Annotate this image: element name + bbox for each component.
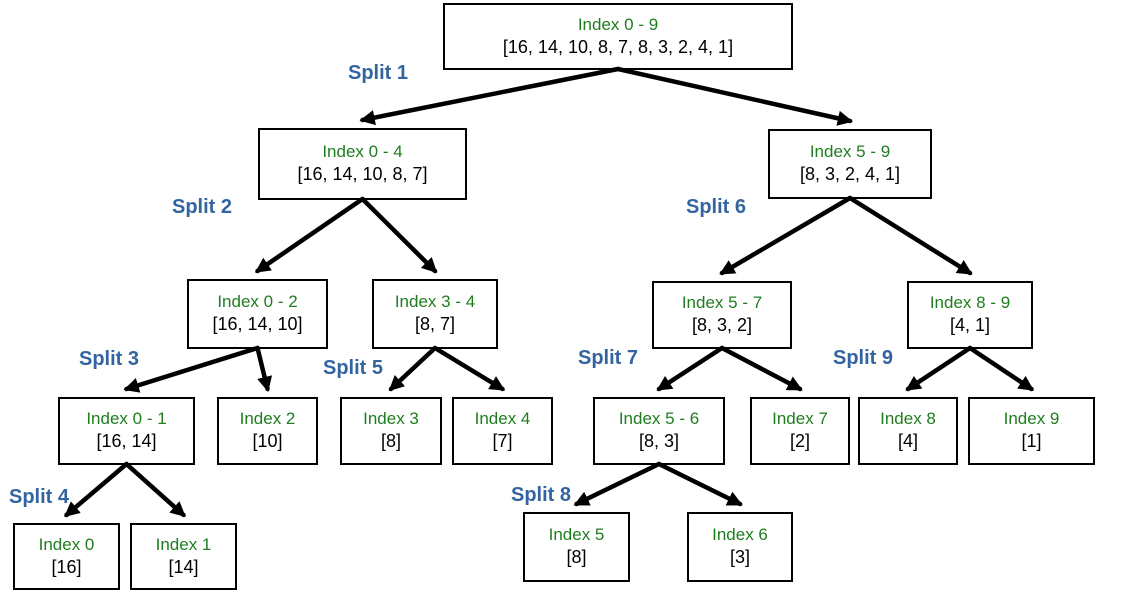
split-label-s3: Split 3 — [79, 348, 140, 370]
tree-edge-n5_7-n7 — [719, 345, 803, 392]
node-array-label: [8, 3, 2, 4, 1] — [799, 164, 901, 185]
tree-edge-n0_1-n1 — [124, 461, 186, 518]
tree-node-n0_2: Index 0 - 2[16, 14, 10] — [187, 279, 328, 349]
tree-node-n5_6: Index 5 - 6[8, 3] — [593, 397, 725, 465]
node-range-label: Index 3 - 4 — [394, 292, 476, 312]
node-array-label: [16] — [51, 556, 82, 577]
node-array-label: [16, 14, 10, 8, 7] — [297, 164, 428, 185]
tree-node-n0: Index 0[16] — [13, 523, 120, 590]
node-array-label: [8, 3] — [638, 431, 680, 452]
tree-node-n9: Index 9[1] — [968, 397, 1095, 465]
tree-edge-n0_4-n3_4 — [360, 196, 438, 274]
node-array-label: [1] — [1021, 431, 1042, 452]
tree-edge-n5_9-n8_9 — [847, 195, 973, 276]
node-array-label: [7] — [492, 431, 513, 452]
node-range-label: Index 2 — [239, 409, 296, 429]
split-label-s8: Split 8 — [511, 484, 572, 506]
node-range-label: Index 4 — [474, 409, 531, 429]
tree-edge-n0_2-n2 — [255, 345, 273, 392]
split-label-s4: Split 4 — [9, 486, 70, 508]
tree-node-n5_7: Index 5 - 7[8, 3, 2] — [652, 281, 792, 349]
tree-node-n6: Index 6[3] — [687, 512, 793, 582]
tree-node-n7: Index 7[2] — [750, 397, 850, 465]
node-range-label: Index 6 — [712, 525, 768, 545]
node-range-label: Index 9 — [1003, 409, 1060, 429]
node-array-label: [2] — [789, 431, 810, 452]
node-range-label: Index 8 - 9 — [929, 293, 1011, 313]
tree-node-n4: Index 4[7] — [452, 397, 553, 465]
node-array-label: [10] — [252, 431, 283, 452]
tree-node-n8_9: Index 8 - 9[4, 1] — [907, 281, 1033, 349]
tree-edge-n0_4-n0_2 — [254, 196, 365, 274]
split-label-s6: Split 6 — [686, 196, 747, 218]
split-label-s7: Split 7 — [578, 347, 639, 369]
node-range-label: Index 5 - 6 — [618, 409, 700, 429]
split-label-s1: Split 1 — [348, 62, 409, 84]
tree-edge-n3_4-n4 — [432, 345, 506, 392]
node-range-label: Index 1 — [155, 534, 212, 554]
tree-edge-n5_7-n5_6 — [656, 345, 725, 392]
node-array-label: [3] — [729, 547, 750, 568]
tree-edge-n8_9-n9 — [967, 345, 1035, 392]
node-range-label: Index 0 - 9 — [577, 14, 659, 34]
tree-edge-n5_6-n6 — [656, 461, 743, 507]
node-range-label: Index 5 - 9 — [809, 142, 891, 162]
tree-node-n5_9: Index 5 - 9[8, 3, 2, 4, 1] — [768, 129, 932, 199]
node-range-label: Index 3 — [363, 409, 419, 429]
node-range-label: Index 0 - 1 — [86, 409, 167, 429]
node-array-label: [8, 3, 2] — [691, 315, 753, 336]
split-label-s5: Split 5 — [323, 357, 384, 379]
split-label-s9: Split 9 — [833, 347, 894, 369]
node-array-label: [16, 14, 10, 8, 7, 8, 3, 2, 4, 1] — [502, 36, 734, 57]
node-array-label: [8] — [380, 431, 401, 452]
tree-edge-n8_9-n8 — [905, 345, 973, 392]
tree-node-n3: Index 3[8] — [340, 397, 442, 465]
node-range-label: Index 0 — [38, 534, 95, 554]
tree-edge-n0_2-n0_1 — [123, 345, 260, 393]
split-label-s2: Split 2 — [172, 196, 233, 218]
node-range-label: Index 0 - 4 — [322, 142, 403, 162]
tree-node-n5: Index 5[8] — [523, 512, 630, 582]
node-array-label: [8, 7] — [414, 314, 456, 335]
node-array-label: [14] — [168, 556, 199, 577]
node-array-label: [4] — [897, 431, 918, 452]
tree-edge-n0_9-n5_9 — [615, 66, 853, 126]
node-range-label: Index 8 — [880, 409, 936, 429]
node-array-label: [16, 14, 10] — [212, 314, 303, 335]
node-array-label: [8] — [566, 547, 587, 568]
node-range-label: Index 5 — [548, 525, 605, 545]
tree-node-n0_9: Index 0 - 9[16, 14, 10, 8, 7, 8, 3, 2, 4… — [443, 3, 793, 70]
tree-edge-n0_1-n0 — [64, 461, 129, 518]
node-array-label: [16, 14] — [96, 431, 157, 452]
tree-edge-n5_6-n5 — [573, 461, 662, 507]
node-range-label: Index 5 - 7 — [681, 293, 763, 313]
tree-node-n1: Index 1[14] — [130, 523, 237, 590]
tree-node-n0_4: Index 0 - 4[16, 14, 10, 8, 7] — [258, 128, 467, 200]
tree-node-n2: Index 2[10] — [217, 397, 318, 465]
tree-node-n0_1: Index 0 - 1[16, 14] — [58, 397, 195, 465]
node-range-label: Index 0 - 2 — [217, 292, 298, 312]
node-array-label: [4, 1] — [949, 315, 991, 336]
node-range-label: Index 7 — [772, 409, 828, 429]
tree-node-n3_4: Index 3 - 4[8, 7] — [372, 279, 498, 349]
tree-node-n8: Index 8[4] — [858, 397, 958, 465]
tree-edge-n3_4-n3 — [388, 345, 438, 392]
